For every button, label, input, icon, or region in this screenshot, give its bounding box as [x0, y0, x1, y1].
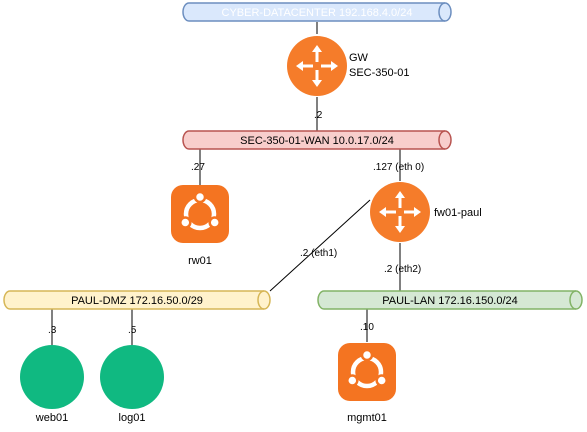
web01-dmz-ip: .3 [48, 325, 57, 336]
mgmt01-lan-ip: .10 [360, 322, 374, 333]
ubuntu-icon [171, 185, 229, 243]
fw-router: fw01-paul [370, 182, 482, 242]
wan-label: SEC-350-01-WAN 10.0.17.0/24 [240, 135, 394, 147]
fw-to-dmz-line [269, 199, 371, 292]
host-log01: log01 [100, 345, 164, 424]
gw-name-line1: GW [349, 52, 369, 64]
lan-label: PAUL-LAN 172.16.150.0/24 [382, 295, 518, 307]
link-labels: .2 .27 .127 (eth 0) .2 (eth1) .2 (eth2) … [48, 110, 424, 336]
host-web01: web01 [20, 345, 84, 424]
router-icon [370, 182, 430, 242]
network-wan: SEC-350-01-WAN 10.0.17.0/24 [182, 130, 452, 150]
fw-wan-ip: .127 (eth 0) [373, 162, 424, 173]
fw-name: fw01-paul [434, 207, 482, 219]
network-datacenter: CYBER-DATACENTER 192.168.4.0/24 [182, 2, 452, 22]
log01-name: log01 [119, 412, 146, 424]
ubuntu-icon [338, 343, 396, 401]
gw-router: GW SEC-350-01 [287, 36, 410, 96]
network-dmz: PAUL-DMZ 172.16.50.0/29 [3, 290, 271, 310]
host-rw01: rw01 [171, 185, 229, 267]
gw-wan-ip: .2 [314, 110, 323, 121]
rw01-name: rw01 [188, 255, 212, 267]
host-mgmt01: mgmt01 [338, 343, 396, 424]
rocky-linux-icon [20, 345, 84, 409]
mgmt01-name: mgmt01 [347, 412, 387, 424]
network-lan: PAUL-LAN 172.16.150.0/24 [317, 290, 583, 310]
datacenter-label: CYBER-DATACENTER 192.168.4.0/24 [222, 7, 413, 19]
router-icon [287, 36, 347, 96]
rw01-wan-ip: .27 [191, 162, 205, 173]
connection-lines [51, 22, 401, 345]
fw-lan-ip: .2 (eth2) [384, 264, 421, 275]
log01-dmz-ip: .5 [128, 325, 137, 336]
fw-dmz-ip: .2 (eth1) [300, 248, 337, 259]
rocky-linux-icon [100, 345, 164, 409]
dmz-label: PAUL-DMZ 172.16.50.0/29 [71, 295, 203, 307]
web01-name: web01 [35, 412, 68, 424]
gw-name-line2: SEC-350-01 [349, 67, 410, 79]
